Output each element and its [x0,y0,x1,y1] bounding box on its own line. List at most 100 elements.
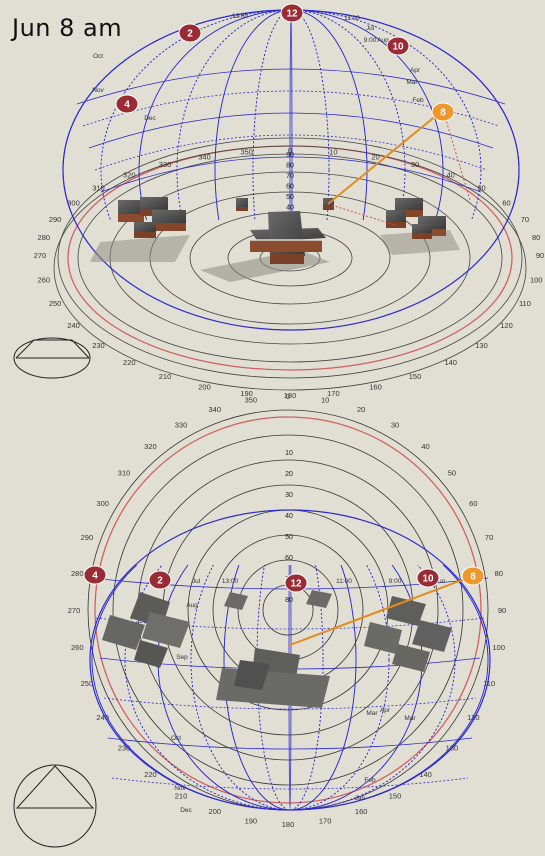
hour-marker-label: 4 [124,100,130,111]
plan-azimuth-label: 190 [245,817,258,826]
plan-azimuth-label: 80 [495,569,503,578]
plan-altitude-label: 30 [285,492,293,499]
azimuth-label: 30 [411,160,419,169]
plan-time-label: 11:00 [336,578,352,585]
plan-azimuth-label: 40 [421,442,429,451]
azimuth-label: 240 [67,321,80,330]
azimuth-label: 160 [369,383,382,392]
plan-ring [94,416,482,804]
hour-marker-label: 10 [392,42,404,53]
hour-line [214,9,368,220]
time-label: 9:00 [364,37,377,44]
azimuth-label: 350 [240,148,253,157]
plan-azimuth-label: 270 [68,606,81,615]
azimuth-label: 300 [67,199,80,208]
azimuth-label: 330 [159,160,172,169]
plan-hour-marker-label: 10 [422,574,434,585]
plan-azimuth-label: 160 [355,807,368,816]
month-line [94,134,488,171]
azimuth-label: 170 [327,389,340,398]
month-label: Feb [412,97,424,104]
month-line [100,156,482,193]
plan-azimuth-label: 150 [389,791,402,800]
plan-month-label: Dec [180,807,192,814]
plan-month-label: Oct [171,735,181,742]
plan-hour-marker-label: 4 [92,571,98,582]
plan-azimuth-label: 60 [469,499,477,508]
plan-azimuth-label: 290 [81,533,94,542]
plan-time-label: 9:00 [389,578,402,585]
plan-hour-marker [148,570,172,590]
month-line [76,68,506,105]
plan-building-cluster-left [102,592,248,668]
building-center [200,198,334,282]
plan-azimuth-label: 200 [209,807,222,816]
plan-month-line [111,777,469,790]
plan-hour-line [91,565,489,811]
plan-month-label: Mar [404,715,416,722]
hour-marker [280,3,304,23]
plan-azimuth-label: 50 [448,468,456,477]
plan-month-line [103,697,477,710]
plan-sun-ray [289,576,471,646]
hour-line [100,9,482,220]
time-label: 11:00 [344,15,360,22]
plan-month-label: Mar [366,710,378,717]
plan-ring [262,584,314,636]
plan-azimuth-label: 180 [282,820,295,829]
plan-azimuth-label: 230 [118,744,131,753]
plan-azimuth-label: 330 [175,421,188,430]
azimuth-label: 190 [240,389,253,398]
plan-month-label: Jul [192,578,201,585]
plan-altitude-label: 60 [285,555,293,562]
plan-building-cluster-right [364,596,452,672]
hour-marker [115,94,139,114]
plan-azimuth-label: 0 [286,392,290,401]
plan-hour-marker [416,568,440,588]
azimuth-label: 80 [532,233,540,242]
month-line [88,112,494,149]
hour-marker [178,23,202,43]
azimuth-label: 220 [123,358,136,367]
plan-month-label: Feb [364,777,376,784]
month-label: Apr [410,67,421,74]
diagram-title: Jun 8 am [12,14,123,42]
plan-azimuth-label: 300 [96,499,109,508]
hour-line [138,9,444,220]
plan-azimuth-label: 170 [319,817,332,826]
plan-azimuth-label: 310 [118,468,131,477]
month-label: Oct [93,53,103,60]
azimuth-label: 40 [447,171,455,180]
plan-month-line [95,617,485,630]
plan-azimuth-label: 70 [485,533,493,542]
azimuth-label: 70 [521,215,529,224]
plan-hour-marker-label: 8 [470,572,476,583]
plan-azimuth-label: 90 [498,606,506,615]
plan-hour-line [124,565,456,811]
plan-altitude-label: 20 [285,471,293,478]
month-label: Mar [406,79,418,86]
azimuth-label: 200 [198,383,211,392]
azimuth-label: 130 [475,341,488,350]
time-label: 13:00 [232,13,249,20]
view-orientation-icon [13,337,91,379]
azimuth-label: 230 [92,341,105,350]
azimuth-label: 290 [49,215,62,224]
building-cluster-left [90,197,190,262]
hour-line [138,9,444,220]
hour-line [214,9,368,220]
azimuth-label: 50 [477,184,485,193]
hour-marker-label: 12 [286,9,298,20]
plan-azimuth-label: 110 [483,679,495,688]
azimuth-label: 280 [38,233,51,242]
azimuth-label: 260 [38,275,51,284]
hour-marker-label: 2 [187,29,193,40]
plan-azimuth-label: 100 [492,643,505,652]
plan-azimuth-label: 210 [175,791,188,800]
plan-hour-marker [83,565,107,585]
azimuth-label: 140 [444,358,457,367]
